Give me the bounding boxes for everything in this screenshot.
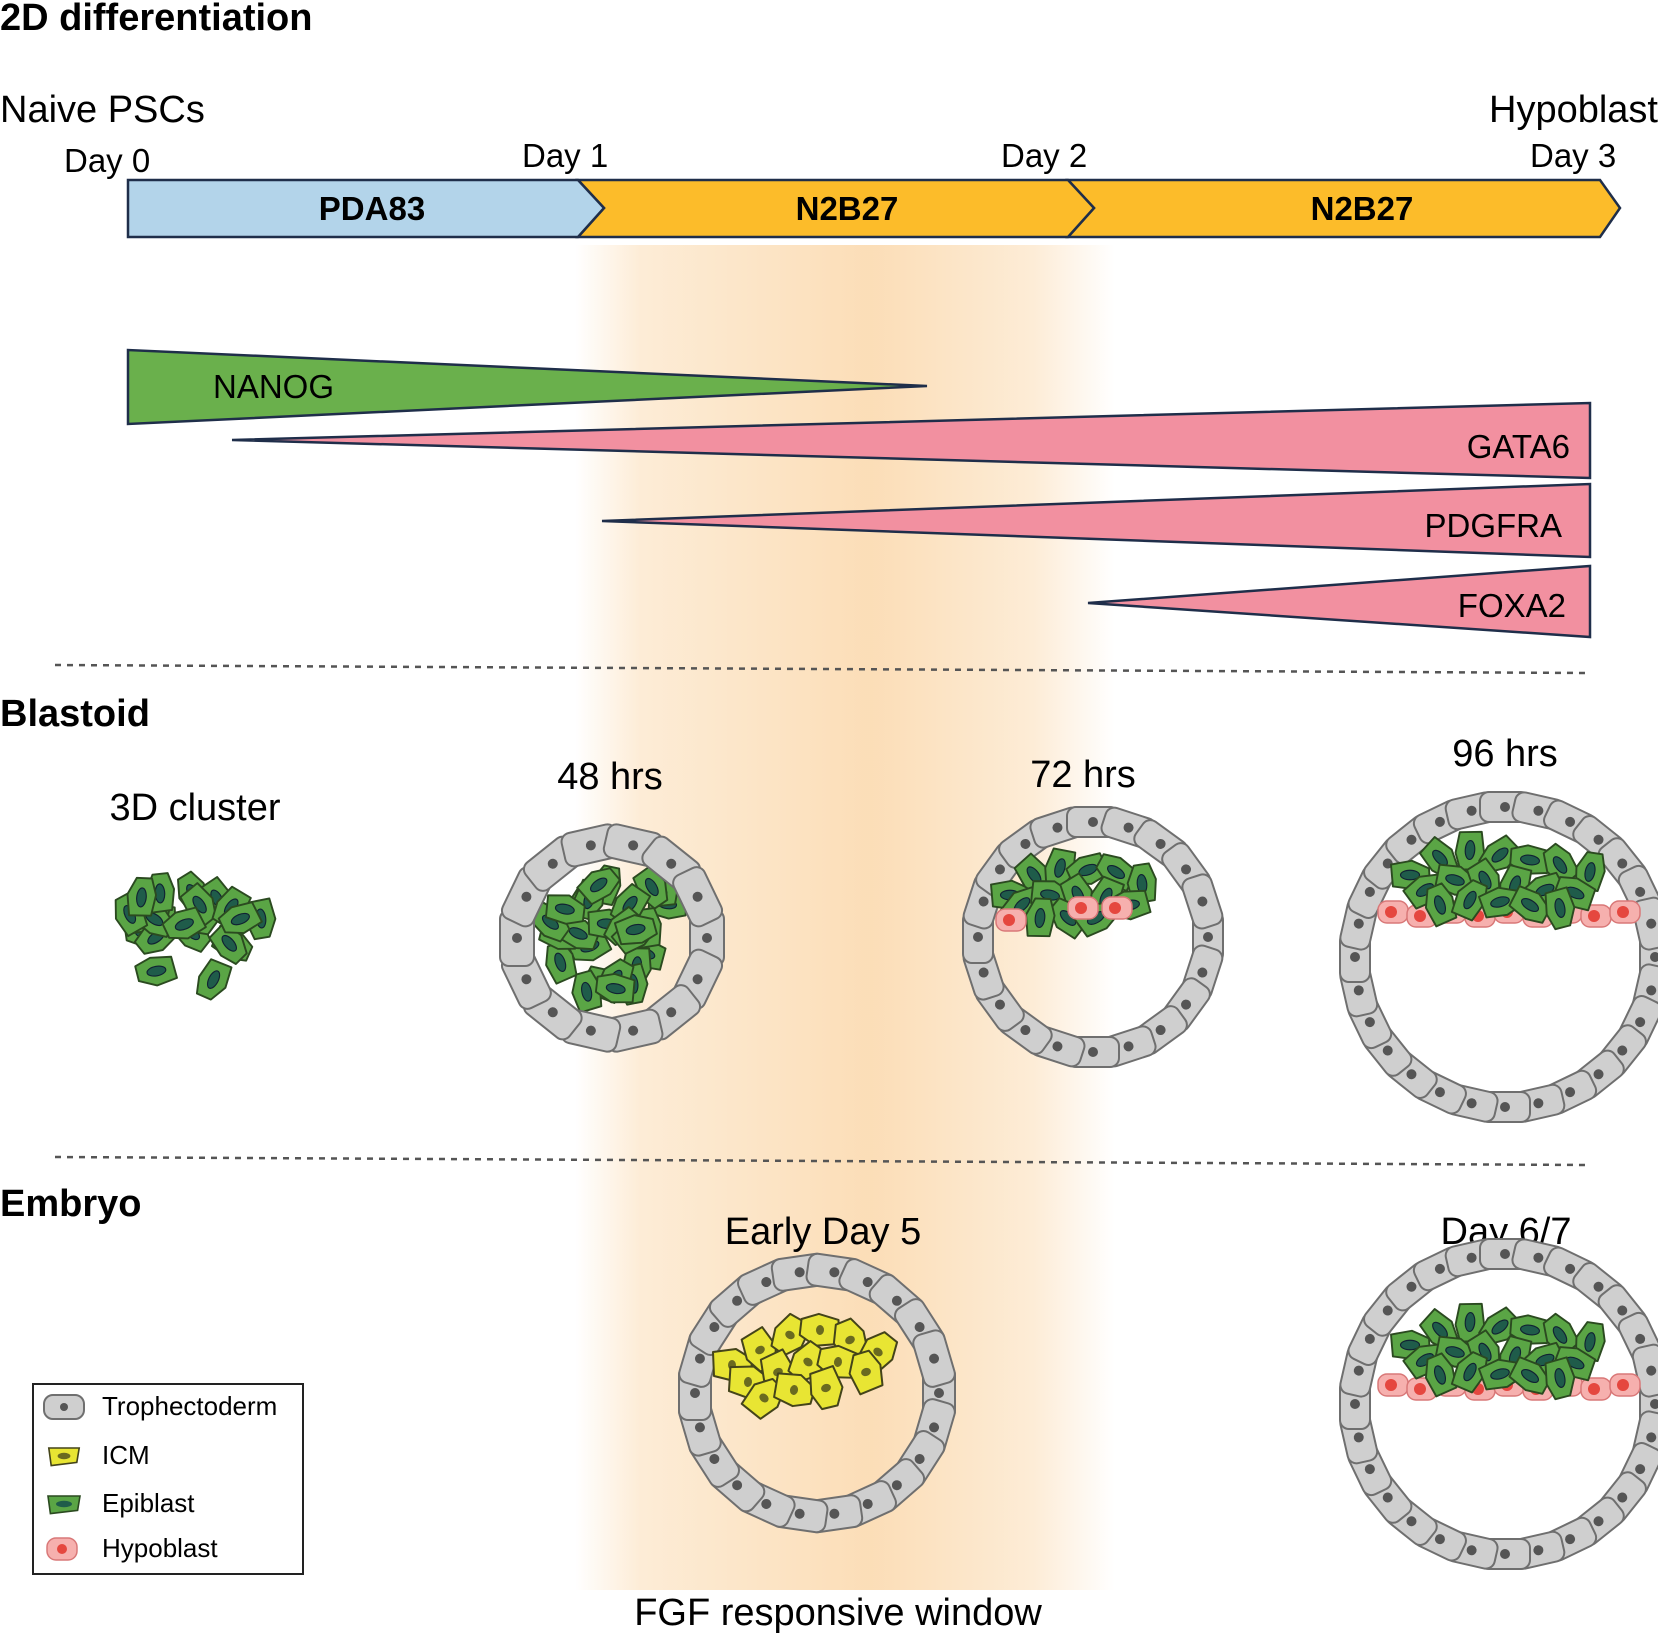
- gene-label-pdgfra: PDGFRA: [1424, 507, 1562, 544]
- section-title-blastoid: Blastoid: [0, 693, 150, 735]
- hypoblast-cell: [1609, 900, 1641, 924]
- epiblast-cell: [1544, 886, 1576, 931]
- epiblast-cell: [1477, 886, 1523, 919]
- trophectoderm-cell: [912, 1329, 956, 1388]
- icm-cell: [773, 1372, 816, 1408]
- hypoblast-cell: [1609, 1373, 1641, 1397]
- stage-72hrs: [990, 847, 1157, 940]
- epiblast-cell: [571, 969, 603, 1014]
- stage-label-96hrs: 96 hrs: [1452, 733, 1558, 775]
- trophectoderm-cell-icon: [43, 1394, 85, 1420]
- media-label-pda83: PDA83: [319, 190, 425, 227]
- wedge-gata6: [231, 401, 1592, 480]
- epiblast-cell: [134, 955, 178, 987]
- section-title-2d: 2D differentiation: [0, 0, 312, 39]
- icm-cell-icon: [47, 1447, 81, 1467]
- epiblast-cell: [1424, 1352, 1458, 1398]
- separator-upper: [54, 663, 1591, 675]
- cell-illustrations: [114, 791, 1658, 1570]
- hypoblast-cell: [1101, 896, 1133, 920]
- trophectoderm-ring-96hrs: [1339, 791, 1658, 1123]
- epiblast-cell: [1450, 879, 1488, 922]
- trophectoderm-ring-early-day5: [678, 1252, 956, 1534]
- epiblast-cell: [195, 958, 233, 1001]
- icm-cell: [809, 1365, 844, 1411]
- separator-lower: [54, 1155, 1591, 1167]
- epiblast-cell: [126, 876, 157, 917]
- gene-label-nanog: NANOG: [213, 368, 334, 405]
- hypoblast-cell-icon: [46, 1537, 78, 1561]
- epiblast-cell: [1544, 1356, 1576, 1401]
- wedge-pdgfra: [601, 482, 1592, 559]
- epiblast-cell: [545, 939, 578, 985]
- epiblast-cell: [161, 906, 207, 940]
- trophectoderm-ring-72hrs: [962, 806, 1224, 1068]
- icm-cell: [848, 1349, 884, 1396]
- epiblast-cell: [576, 867, 621, 906]
- wedge-nanog: [126, 348, 928, 426]
- legend-icons: [43, 1394, 85, 1561]
- epiblast-cell: [1450, 1351, 1488, 1394]
- hypoblast-cell: [1377, 900, 1409, 924]
- end-label: Hypoblast: [1489, 89, 1658, 131]
- gene-label-gata6: GATA6: [1467, 428, 1570, 465]
- legend-label-icm: ICM: [102, 1440, 150, 1470]
- epiblast-cell-icon: [47, 1495, 81, 1515]
- stage-early-day5: [712, 1312, 899, 1420]
- epiblast-cell: [1025, 897, 1056, 938]
- start-label: Naive PSCs: [0, 89, 205, 131]
- trophectoderm-ring-48hrs: [499, 823, 725, 1053]
- epiblast-cell: [1509, 1314, 1550, 1345]
- media-label-n2b27-2: N2B27: [1311, 190, 1414, 227]
- media-arrow-pda83: [126, 178, 606, 239]
- legend-label-epiblast: Epiblast: [102, 1488, 195, 1518]
- section-title-embryo: Embryo: [0, 1183, 141, 1225]
- trophectoderm-cell: [1181, 873, 1224, 930]
- epiblast-cell: [217, 901, 263, 934]
- legend-label-trophectoderm: Trophectoderm: [102, 1391, 277, 1421]
- fgf-window-label: FGF responsive window: [634, 1592, 1042, 1634]
- trophectoderm-cell: [1631, 1343, 1658, 1398]
- epiblast-cell: [613, 914, 658, 946]
- epiblast-cell: [1508, 885, 1551, 924]
- stage-3d-cluster: [114, 870, 277, 1001]
- wedge-foxa2: [1087, 564, 1592, 639]
- day-label-2: Day 2: [1001, 137, 1087, 174]
- trophectoderm-ring-day67: [1339, 1238, 1658, 1570]
- epiblast-cell: [1508, 1356, 1551, 1395]
- day-label-3: Day 3: [1530, 137, 1616, 174]
- hypoblast-cell: [1377, 1373, 1409, 1397]
- stage-96hrs: [1377, 830, 1641, 931]
- hypoblast-cell: [995, 908, 1027, 932]
- hypoblast-cell: [1580, 1377, 1612, 1401]
- day-label-0: Day 0: [64, 142, 150, 179]
- stage-day67: [1377, 1302, 1641, 1401]
- day-label-1: Day 1: [522, 137, 608, 174]
- gene-label-foxa2: FOXA2: [1458, 587, 1566, 624]
- stage-label-48hrs: 48 hrs: [557, 756, 663, 798]
- media-label-n2b27-1: N2B27: [796, 190, 899, 227]
- epiblast-cell: [594, 972, 636, 1004]
- stage-label-72hrs: 72 hrs: [1030, 754, 1136, 796]
- trophectoderm-cell: [672, 866, 724, 928]
- epiblast-cell: [544, 894, 586, 925]
- trophectoderm-cell: [1631, 896, 1658, 951]
- legend-label-hypoblast: Hypoblast: [102, 1533, 218, 1563]
- epiblast-cell: [1424, 882, 1458, 928]
- stage-label-3d-cluster: 3D cluster: [109, 787, 280, 829]
- stage-label-early-day5: Early Day 5: [725, 1211, 921, 1253]
- hypoblast-cell: [1067, 896, 1099, 920]
